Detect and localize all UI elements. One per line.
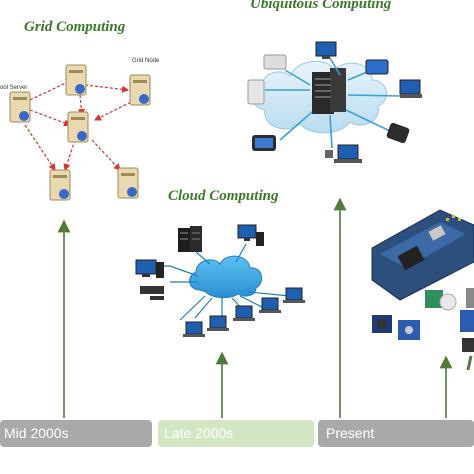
- timeline-label-present: Present: [326, 425, 375, 441]
- grid-server-6: [117, 167, 139, 199]
- iot-board: [371, 209, 474, 301]
- grid-server-5: [49, 169, 71, 201]
- cloud-links: [150, 243, 291, 321]
- timeline-segment-late-2000s: Late 2000s: [158, 420, 314, 447]
- cloud-client-devices: [135, 259, 305, 337]
- timeline-label-late-2000s: Late 2000s: [164, 425, 234, 441]
- grid-computing-heading: Grid Computing: [24, 19, 126, 35]
- grid-network: [24, 79, 136, 172]
- timeline-segment-present: Present: [318, 420, 474, 447]
- grid-server-1: [9, 91, 31, 123]
- grid-server-2: [65, 64, 87, 96]
- grid-node-label: Grid Node: [132, 58, 160, 64]
- cloud-computing-heading: Cloud Computing: [168, 188, 279, 204]
- timeline-label-mid-2000s: Mid 2000s: [4, 425, 69, 441]
- grid-server-4: [67, 111, 89, 143]
- timeline-arrows: [57, 197, 453, 418]
- cloud-datacenter: [178, 224, 264, 252]
- grid-server-3: [129, 74, 151, 106]
- iot-sensor-modules: [372, 288, 474, 352]
- iot-label-fragment: [466, 356, 474, 372]
- tool-server-label: ool Server: [0, 85, 28, 91]
- ubiquitous-computing-heading: Ubiquitous Computing: [250, 0, 392, 12]
- ubiquitous-devices: [247, 41, 422, 163]
- timeline-segment-mid-2000s: Mid 2000s: [0, 420, 152, 447]
- ubiquitous-server-rack: [312, 68, 346, 114]
- blue-cloud: [189, 255, 263, 299]
